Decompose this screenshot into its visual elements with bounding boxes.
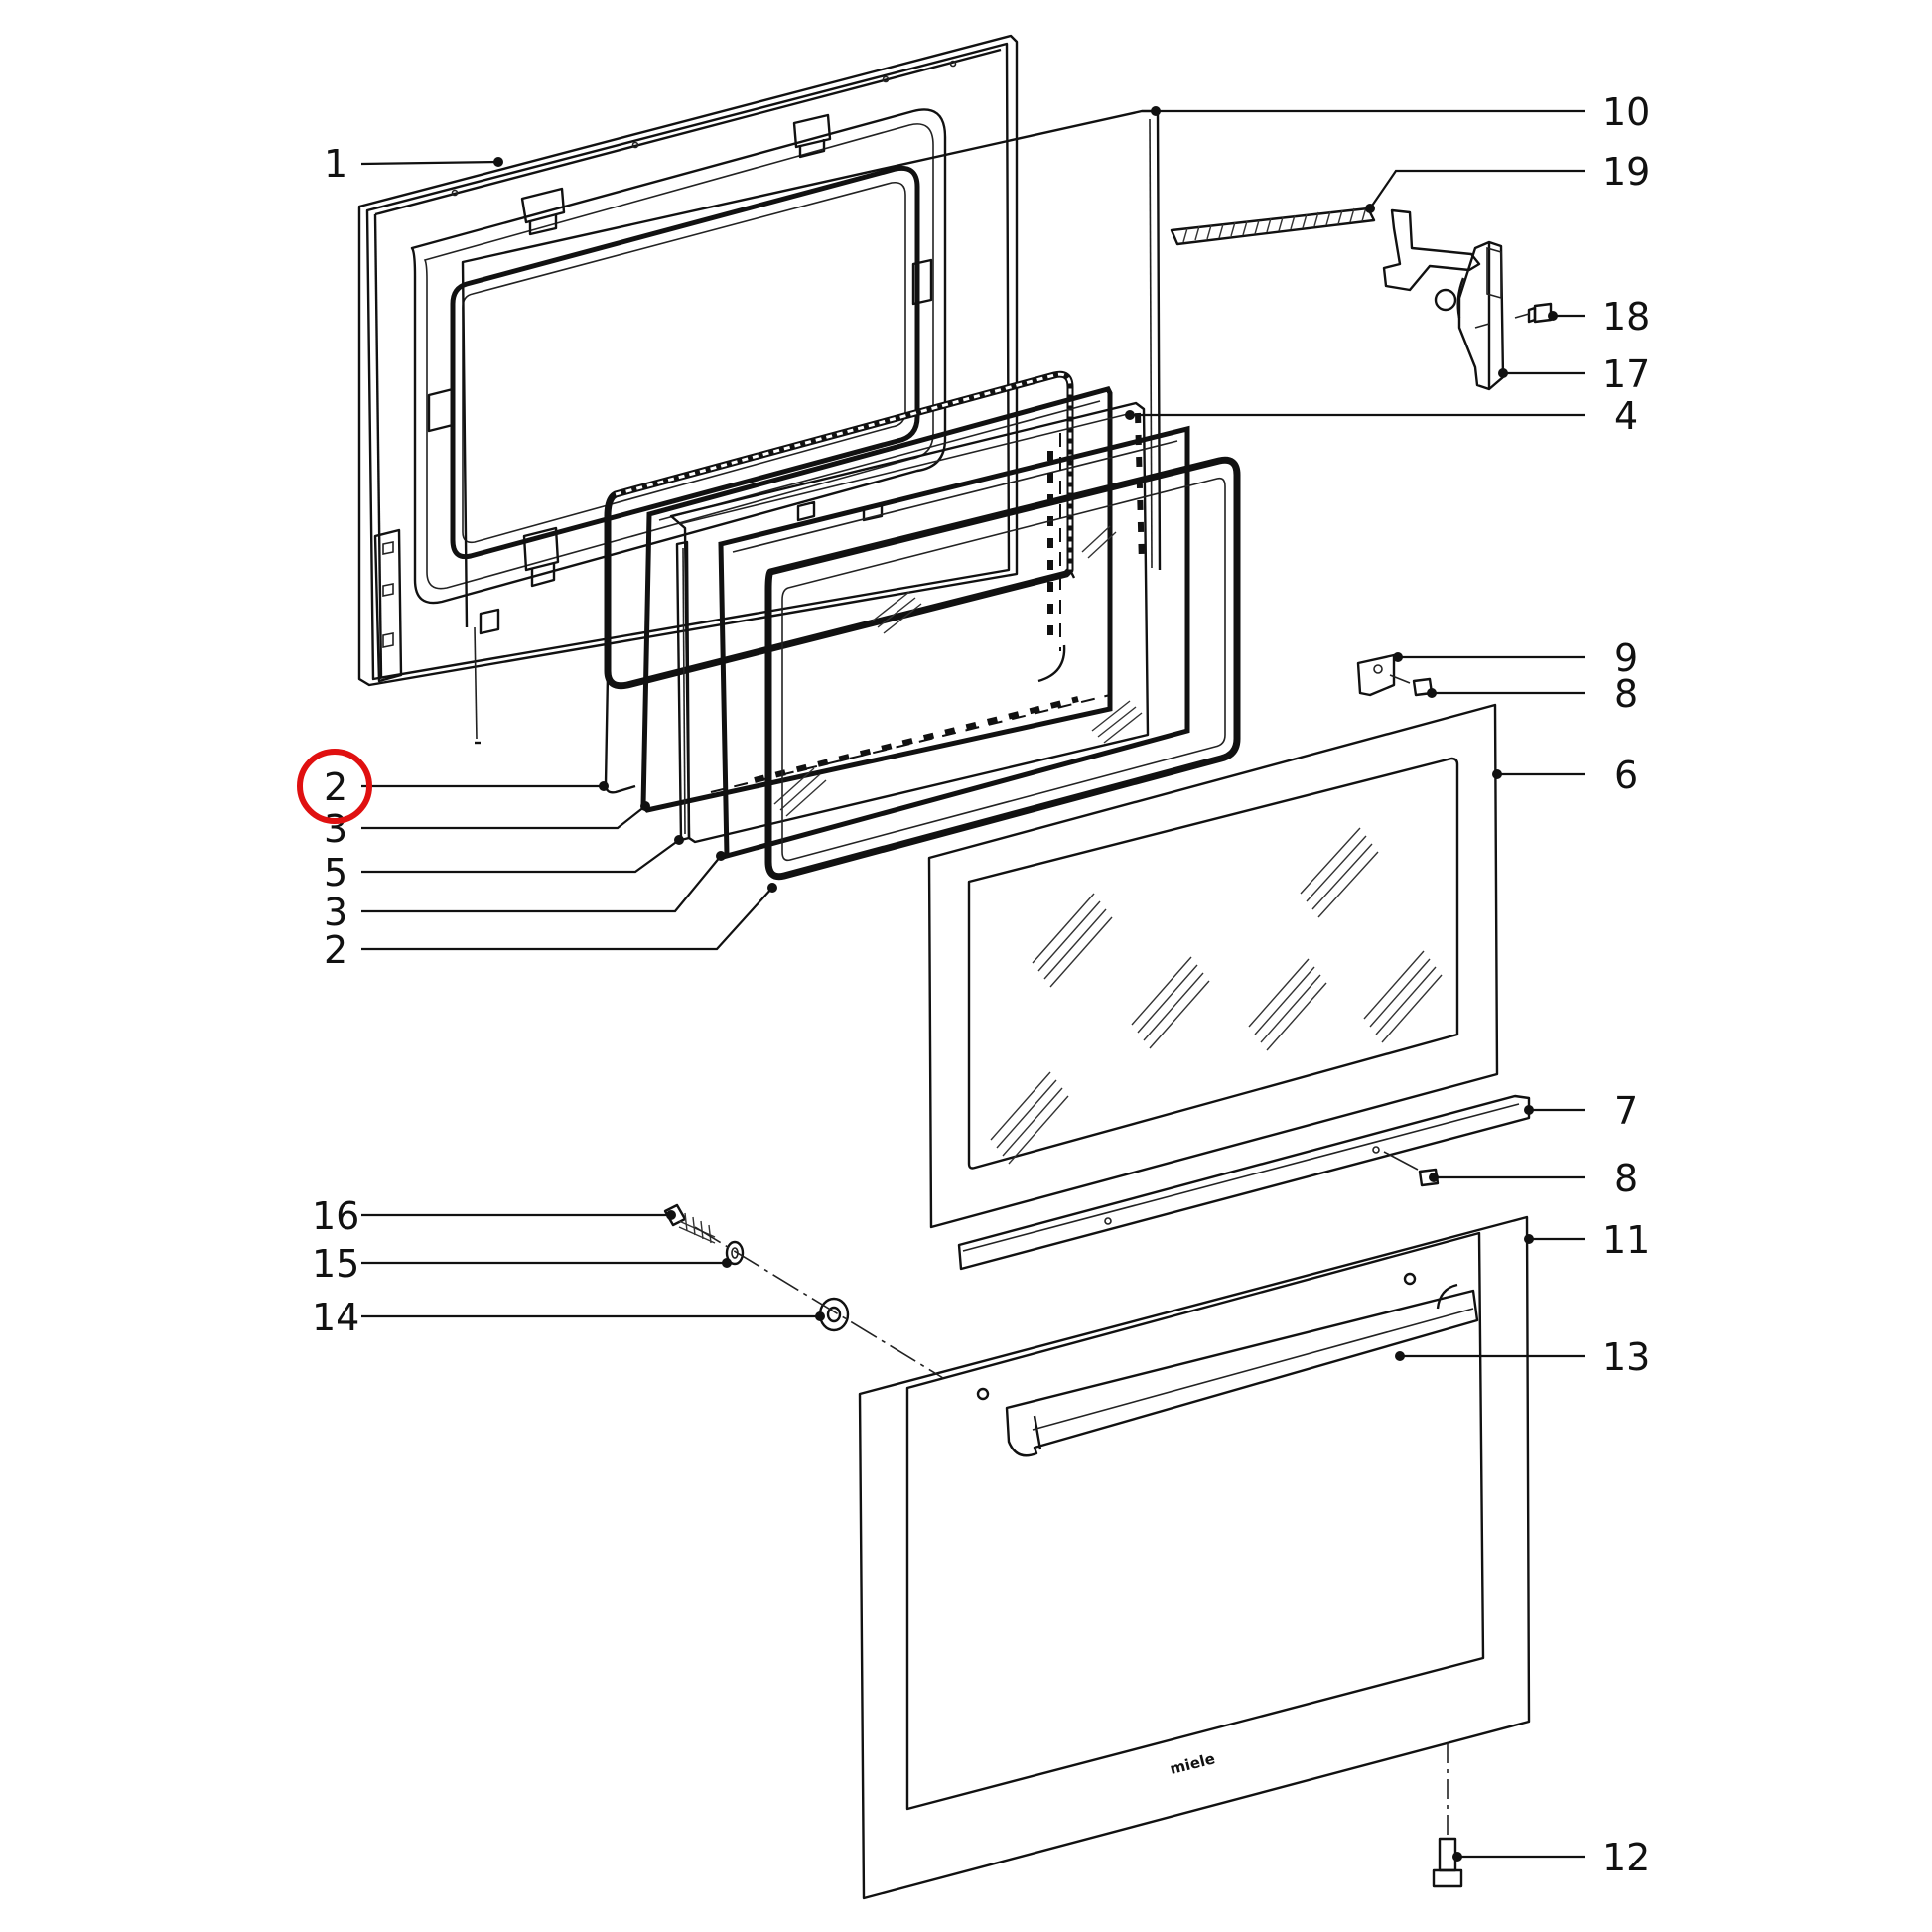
callouts-left: 1 2 3 5 3 2 16 15 14 bbox=[312, 142, 359, 1339]
callout-6: 6 bbox=[1614, 754, 1638, 797]
callout-7: 7 bbox=[1614, 1089, 1638, 1133]
callout-2-lower: 2 bbox=[324, 928, 347, 972]
callout-12: 12 bbox=[1602, 1836, 1650, 1879]
part-12-screw bbox=[1432, 1743, 1463, 1888]
callout-8-upper: 8 bbox=[1614, 672, 1638, 716]
callout-10: 10 bbox=[1602, 90, 1650, 134]
highlight-circle bbox=[297, 749, 372, 824]
part-11-outer-door: miele bbox=[858, 1215, 1531, 1900]
callouts-right: 10 19 18 17 4 9 8 6 7 8 11 13 12 bbox=[1602, 90, 1650, 1879]
callout-9: 9 bbox=[1614, 636, 1638, 680]
callout-17: 17 bbox=[1602, 352, 1650, 396]
part-3-front-glass bbox=[718, 412, 1190, 860]
part-17-hinge bbox=[1382, 208, 1505, 391]
part-10-gasket-strip bbox=[461, 109, 1162, 745]
part-3-rear-glass bbox=[640, 386, 1113, 813]
part-4-glass-pane bbox=[669, 401, 1150, 844]
part-9-bracket bbox=[1356, 653, 1396, 697]
callout-16: 16 bbox=[312, 1194, 359, 1238]
callout-5: 5 bbox=[324, 851, 347, 895]
part-8-screw-upper bbox=[1389, 674, 1434, 697]
callout-18: 18 bbox=[1602, 295, 1650, 339]
callout-4: 4 bbox=[1614, 394, 1638, 438]
leader-dots bbox=[493, 106, 1558, 1862]
leader-lines bbox=[360, 109, 1585, 1859]
assembly-centerline bbox=[694, 1226, 944, 1379]
part-13-handle bbox=[1005, 1283, 1479, 1457]
callout-19: 19 bbox=[1602, 150, 1650, 194]
callout-3-upper: 3 bbox=[324, 807, 347, 851]
part-8-screw-lower bbox=[1383, 1151, 1440, 1187]
part-19-hinge-spring bbox=[1170, 207, 1376, 246]
brand-logo: miele bbox=[1168, 1749, 1216, 1778]
part-6-front-glass-panel bbox=[927, 703, 1499, 1229]
callout-14: 14 bbox=[312, 1296, 359, 1339]
part-2-front-gasket bbox=[764, 456, 1241, 881]
callout-13: 13 bbox=[1602, 1335, 1650, 1379]
part-5-side-seal bbox=[675, 540, 691, 842]
callout-8-lower: 8 bbox=[1614, 1157, 1638, 1200]
callout-2-highlighted: 2 bbox=[324, 765, 347, 809]
part-18-hinge-screw bbox=[1514, 302, 1553, 324]
callout-3-lower: 3 bbox=[324, 891, 347, 934]
callout-15: 15 bbox=[312, 1242, 359, 1286]
callout-11: 11 bbox=[1602, 1218, 1650, 1262]
callout-1: 1 bbox=[324, 142, 347, 186]
